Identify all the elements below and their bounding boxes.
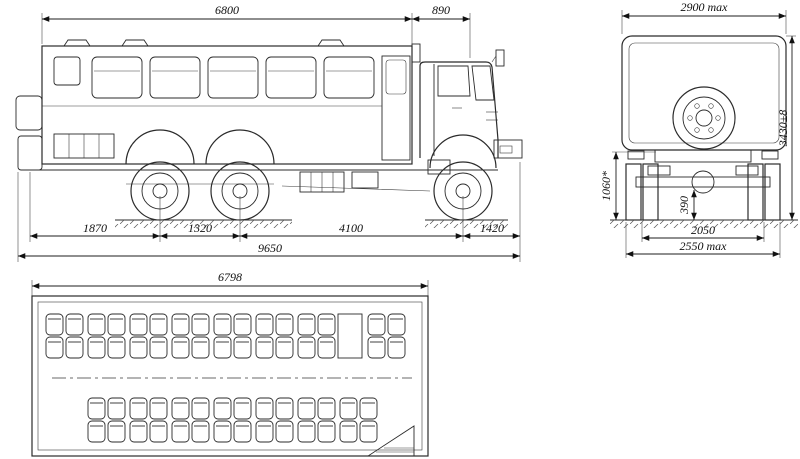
seat-row-top-b: [45, 336, 406, 359]
rear-arch-1: [125, 129, 195, 165]
dim-front-top: 890: [432, 3, 450, 17]
ground: [115, 219, 508, 228]
seat-row-bottom-a: [87, 397, 378, 420]
entry-steps: [366, 425, 415, 457]
dim-height-left: 1060*: [599, 171, 613, 201]
dim-overall-length: 9650: [258, 241, 282, 255]
dim-height-overall: 3430±8: [776, 110, 790, 148]
dim-front-overhang: 1420: [480, 221, 504, 235]
truck-body: [15, 39, 413, 171]
seat-row-bottom-b: [87, 420, 378, 443]
spare-wheel: [672, 86, 736, 150]
plan-inner-wall: [37, 301, 423, 451]
cabinet: [337, 313, 363, 359]
rear-vertical-dims: 1060* 3430±8 390: [599, 35, 796, 220]
plan-outline: [31, 295, 429, 457]
rear-bottom-dims: 2050 2550 max: [625, 222, 781, 258]
side-bottom-dims: 1870 1320 4100 1420 9650: [17, 162, 521, 262]
dim-clearance: 390: [677, 196, 691, 215]
dim-interior-length: 6798: [218, 270, 242, 284]
front-arch: [429, 134, 497, 169]
rear-body: [621, 35, 787, 151]
cab: [411, 43, 523, 175]
side-view: 6800 890: [15, 3, 523, 262]
rear-arch-2: [205, 129, 275, 165]
dim-width-max: 2900 max: [681, 0, 729, 14]
dim-body-length: 6800: [215, 3, 239, 17]
dim-rear-overhang: 1870: [83, 221, 107, 235]
dim-wheelbase: 4100: [339, 221, 363, 235]
dim-width-lower: 2550 max: [680, 239, 728, 253]
dim-track: 2050: [691, 223, 715, 237]
dim-bogie-spacing: 1320: [188, 221, 212, 235]
seat-row-top-a: [45, 313, 406, 336]
rear-view: 2900 max: [599, 0, 798, 258]
plan-view: 6798: [31, 270, 429, 457]
rear-undercarriage: [625, 149, 781, 221]
chassis: [30, 169, 498, 193]
